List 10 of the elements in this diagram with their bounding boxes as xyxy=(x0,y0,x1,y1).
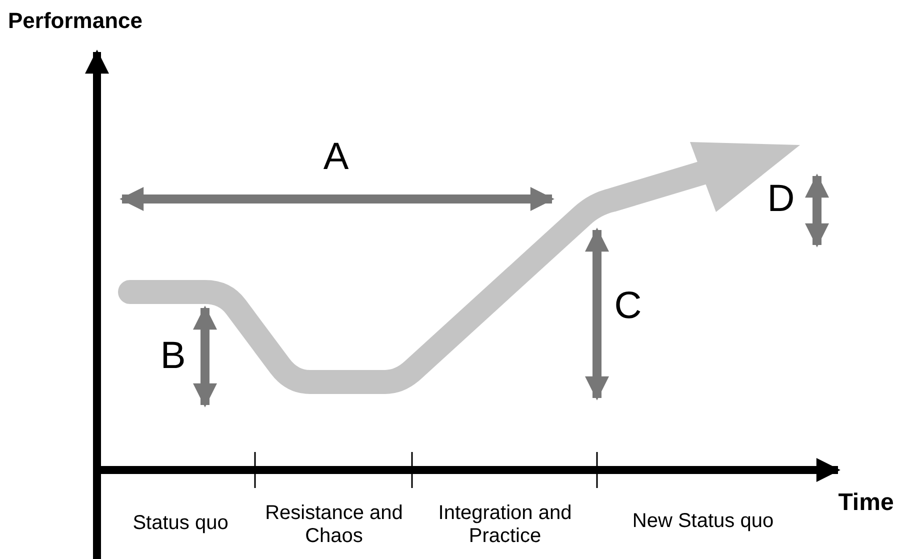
phase-label: Status quo xyxy=(132,512,230,535)
dimension-letter: C xyxy=(613,285,643,329)
phase-label: New Status quo xyxy=(631,510,775,533)
axis-label: Time xyxy=(837,489,895,517)
phase-label: Integration and Practice xyxy=(437,502,573,548)
dimension-letter: D xyxy=(766,178,796,222)
dimension-letter: A xyxy=(322,136,350,180)
phase-label: Resistance and Chaos xyxy=(264,502,404,548)
axis-label: Performance xyxy=(8,8,144,34)
dimension-letter: B xyxy=(159,335,187,379)
